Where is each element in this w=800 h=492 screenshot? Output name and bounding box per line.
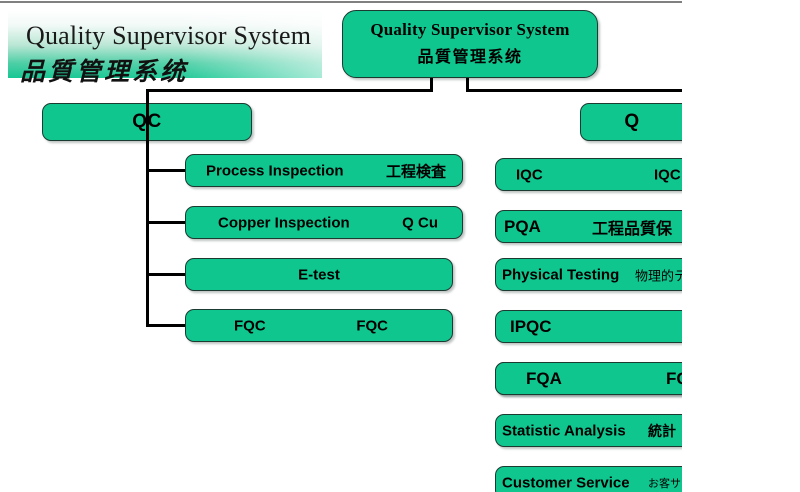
connector-left-trunk-vertical — [146, 89, 149, 327]
right-item-1-label-cjk: IQC — [654, 166, 681, 183]
title-banner: Quality Supervisor System 品質管理系统 — [8, 10, 322, 86]
left-item-4-label: FQC — [234, 317, 266, 334]
right-edge-clip-mask — [682, 0, 800, 492]
left-item-2-label: Copper Inspection — [218, 214, 350, 231]
connector-root-left-stub — [430, 78, 433, 91]
root-node-label-cn: 品質管理系统 — [417, 49, 523, 66]
right-item-3-label: Physical Testing — [502, 266, 620, 283]
left-item-1-label: Process Inspection — [206, 162, 344, 179]
left-item-e-test[interactable]: E-test — [185, 258, 453, 291]
right-item-3-label-cjk: 物理的テ — [635, 268, 688, 283]
right-branch-heading-label: Q — [624, 111, 640, 132]
connector-left-leaf-3 — [146, 273, 186, 276]
connector-left-leaf-2 — [146, 221, 186, 224]
right-item-8-label: Customer Service — [502, 474, 630, 491]
connector-root-left-horizontal — [146, 89, 433, 92]
banner-title-en: Quality Supervisor System — [26, 21, 312, 50]
banner-title-cn: 品質管理系统 — [20, 59, 189, 86]
left-item-fqc[interactable]: FQC FQC — [185, 309, 453, 342]
connector-root-right-horizontal — [466, 89, 746, 92]
connector-left-leaf-4 — [146, 324, 186, 327]
connector-left-leaf-1 — [146, 169, 186, 172]
left-item-process-inspection[interactable]: Process Inspection 工程検査 — [185, 154, 463, 187]
right-item-7-label: Statistic Analysis — [502, 422, 626, 439]
left-item-1-label-cjk: 工程検査 — [385, 163, 446, 180]
connector-root-right-stub — [466, 78, 469, 91]
right-item-4-label: IPQC — [510, 316, 552, 336]
left-item-3-label: E-test — [298, 266, 340, 283]
right-item-1-label: IQC — [516, 166, 543, 183]
left-item-4-label-cjk: FQC — [356, 317, 388, 334]
root-node-label-en: Quality Supervisor System — [370, 20, 570, 39]
left-item-copper-inspection[interactable]: Copper Inspection Q Cu — [185, 206, 463, 239]
right-item-7-label-cjk: 統計 — [648, 422, 676, 439]
root-node-quality-supervisor-system[interactable]: Quality Supervisor System 品質管理系统 — [342, 10, 598, 78]
right-item-2-label: PQA — [504, 216, 541, 236]
right-item-8-label-cjk: お客サ — [648, 477, 681, 490]
right-item-2-label-cjk: 工程品質保 — [592, 220, 673, 238]
top-divider-rule — [0, 1, 682, 3]
right-item-6-label: FQA — [526, 368, 562, 388]
left-item-2-label-cjk: Q Cu — [402, 214, 438, 231]
